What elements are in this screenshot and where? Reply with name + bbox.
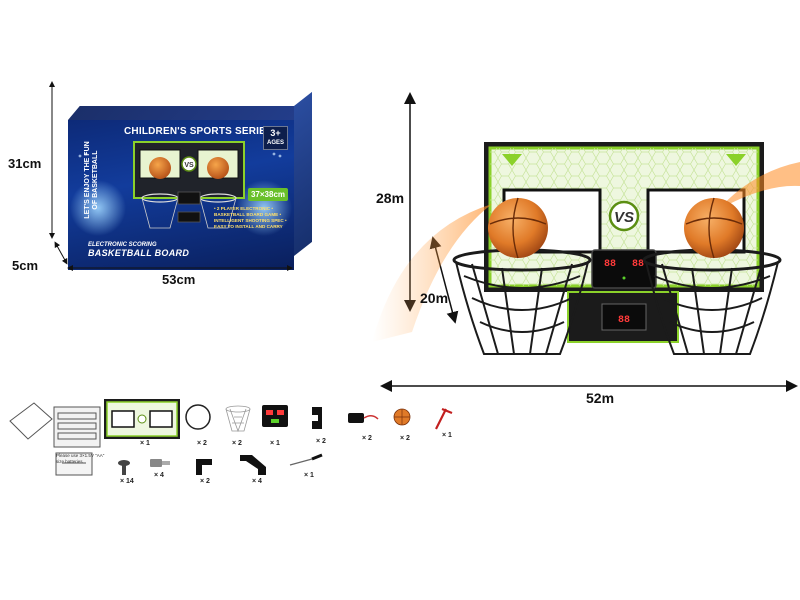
right-ball-trail — [718, 162, 800, 210]
battery-note: Please use 3×1.5V "AA" size batteries — [56, 453, 105, 464]
hoop-ring-part-icon — [185, 404, 211, 430]
box-series-title: CHILDREN'S SPORTS SERIES — [124, 126, 273, 137]
right-hoop — [642, 248, 782, 355]
box-width-label: 53cm — [162, 272, 196, 287]
qty-backboard: × 1 — [140, 440, 150, 447]
bracket-part-icon — [312, 407, 322, 429]
left-basketball — [488, 198, 548, 258]
sensor-part-icon — [348, 413, 379, 423]
box-front-face: VS CHILDREN'S SPORTS SERIES 3+ AGES LET'… — [68, 120, 294, 270]
box-size-badge: 37×38cm — [247, 188, 288, 201]
scoreboard — [591, 249, 657, 289]
screw-part-icon — [118, 460, 130, 475]
box-dimension-arrows — [49, 81, 293, 271]
box-age-value: 3+ — [270, 128, 281, 138]
board-width-label: 52m — [586, 390, 615, 406]
lower-score-text: 88 — [618, 315, 630, 326]
screwdriver-part-icon — [289, 453, 323, 466]
parts-illustration — [9, 399, 453, 476]
battery-compartment-icon — [9, 402, 101, 476]
qty-hook-large: × 4 — [252, 478, 262, 485]
box-brand-line1: ELECTRONIC SCORING — [88, 242, 157, 248]
qty-hook-small: × 2 — [200, 478, 210, 485]
backboard-part-icon — [104, 399, 180, 439]
box-features: • 2 PLAYER ELECTRONIC • BASKETBALL BOARD… — [214, 206, 287, 229]
hook-small-part-icon — [196, 459, 212, 475]
qty-ball: × 2 — [400, 435, 410, 442]
hook-large-part-icon — [240, 455, 266, 475]
box-age-badge: 3+ AGES — [262, 126, 288, 150]
anchor-part-icon — [150, 459, 170, 467]
box-height-label: 31cm — [8, 156, 42, 171]
basketball-board-illustration: VS 88 88 88 — [372, 92, 800, 392]
score-b-text: 88 — [632, 259, 644, 270]
board-height-label: 28m — [376, 190, 405, 206]
qty-anchor: × 4 — [154, 472, 164, 479]
score-a-text: 88 — [604, 259, 616, 270]
qty-net: × 2 — [232, 440, 242, 447]
qty-hoop-ring: × 2 — [197, 440, 207, 447]
scoreboard-part-icon — [262, 405, 288, 427]
qty-scoreboard: × 1 — [270, 440, 280, 447]
pump-part-icon — [435, 407, 453, 430]
board-vs-text: VS — [614, 209, 634, 226]
qty-pump: × 1 — [442, 432, 452, 439]
box-brand-line2: BASKETBALL BOARD — [88, 248, 190, 258]
qty-screwdriver: × 1 — [304, 472, 314, 479]
qty-screw: × 14 — [120, 478, 134, 485]
box-brand: ELECTRONIC SCORING BASKETBALL BOARD — [88, 242, 189, 258]
net-part-icon — [225, 405, 251, 433]
box-depth-label: 5cm — [12, 258, 39, 273]
box-age-sub: AGES — [266, 140, 284, 146]
lower-score-display — [601, 303, 647, 331]
left-ball-trail — [372, 204, 492, 342]
vs-badge — [608, 200, 640, 232]
hoop-depth-label: 20m — [420, 290, 449, 306]
qty-bracket: × 2 — [316, 438, 326, 445]
qty-sensor: × 2 — [362, 435, 372, 442]
product-box: VS CHILDREN'S SPORTS SERIES 3+ AGES LET'… — [50, 82, 340, 272]
box-vs-text: VS — [184, 162, 194, 169]
right-basketball — [684, 198, 744, 258]
